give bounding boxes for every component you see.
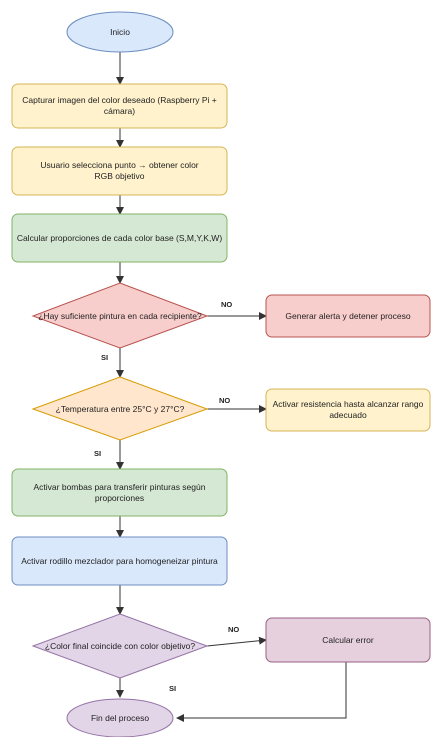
- pintura-question-label: ¿Hay suficiente pintura en cada recipien…: [38, 310, 202, 321]
- calcular-label: Calcular proporciones de cada color base…: [16, 232, 223, 243]
- process-generar-alerta: [265, 294, 431, 338]
- edge-error-fin: [176, 662, 347, 722]
- resistencia-label: Activar resistencia hasta alcanzar rango…: [272, 399, 424, 420]
- decision-color-coincide: [31, 613, 209, 679]
- process-calcular-error: [265, 617, 431, 663]
- alerta-label: Generar alerta y detener proceso: [285, 310, 411, 321]
- edges: [116, 52, 347, 722]
- process-activar-bombas: [11, 468, 228, 517]
- process-capturar-imagen: [11, 83, 228, 129]
- start-terminal: [66, 11, 174, 53]
- bombas-label: Activar bombas para transferir pinturas …: [33, 481, 206, 503]
- edge-label-si-1: SI: [101, 353, 109, 362]
- capturar-label: Capturar imagen del color deseado (Raspb…: [22, 95, 217, 116]
- process-calcular-proporciones: [11, 213, 228, 263]
- process-seleccionar-punto: [11, 146, 228, 196]
- edge-label-no-3: NO: [228, 625, 240, 634]
- start-label: Inicio: [110, 26, 130, 37]
- decision-temperatura: [31, 376, 209, 441]
- edge-color-error: [206, 636, 267, 647]
- end-terminal: [66, 698, 174, 737]
- edge-label-no-2: NO: [219, 396, 231, 405]
- color-question-label: ¿Color final coincide con color objetivo…: [44, 640, 196, 651]
- seleccion-label: Usuario selecciona punto → obtener color…: [40, 160, 199, 181]
- end-label: Fin del proceso: [90, 712, 150, 723]
- edge-label-si-2: SI: [94, 449, 102, 458]
- decision-suficiente-pintura: [31, 282, 209, 349]
- process-activar-resistencia: [265, 388, 431, 432]
- error-label: Calcular error: [322, 634, 374, 645]
- rodillo-label: Activar rodillo mezclador para homogenei…: [21, 555, 218, 566]
- process-activar-rodillo: [11, 536, 228, 586]
- temp-question-label: ¿Temperatura entre 25°C y 27°C?: [55, 403, 185, 414]
- edge-label-si-3: SI: [169, 684, 177, 693]
- edge-label-no-1: NO: [221, 300, 233, 309]
